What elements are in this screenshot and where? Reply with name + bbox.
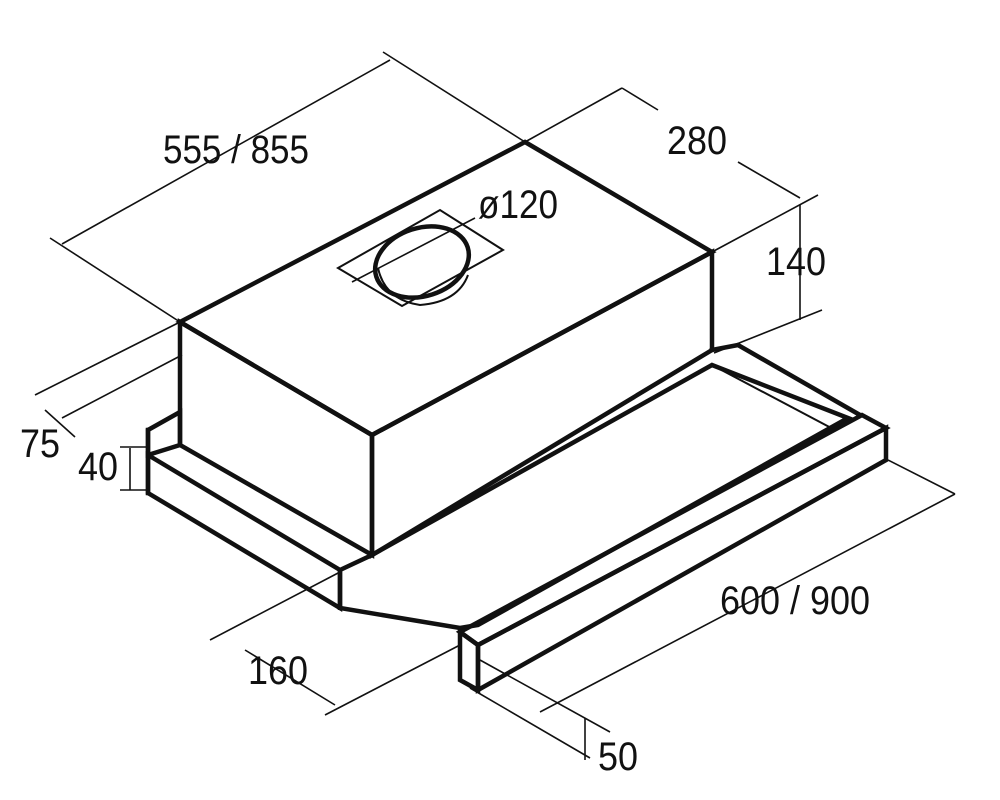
hood-body — [175, 139, 717, 559]
dimline-width — [61, 59, 391, 245]
tray-right-back — [709, 342, 864, 419]
hood-left-face — [177, 318, 375, 559]
handle-front — [475, 424, 889, 694]
dimline-offset-a — [34, 321, 181, 396]
tray-right-inner — [711, 364, 836, 431]
label-handle: 50 — [598, 735, 638, 779]
dimline-front-depth — [209, 571, 341, 641]
label-duct: ø120 — [478, 183, 558, 227]
dimline-duct — [351, 217, 476, 283]
label-front-depth: 160 — [248, 649, 308, 693]
duct-cylinder-top — [372, 224, 472, 300]
tray-left-front — [145, 451, 343, 612]
ext-front-width — [887, 459, 956, 495]
dimline-offset-b — [44, 409, 76, 438]
dimline-depth-a — [524, 87, 623, 143]
handle-end — [457, 627, 481, 694]
ext-handle-a — [469, 687, 591, 759]
dimline-depth-b — [711, 194, 819, 253]
label-height: 140 — [766, 240, 826, 284]
front-handle — [455, 412, 891, 694]
tray-left-lip — [145, 408, 183, 459]
label-panel-height: 40 — [78, 445, 118, 489]
duct-cylinder-side — [377, 267, 469, 307]
label-front-width: 600 / 900 — [720, 579, 870, 623]
label-offset: 75 — [20, 422, 60, 466]
ext-width-left — [49, 237, 181, 323]
ext-depth — [621, 87, 659, 111]
ext-offset — [61, 354, 183, 419]
ext-front-depth — [244, 649, 336, 706]
ext-handle-b — [479, 659, 611, 733]
dimension-lines — [34, 51, 956, 760]
label-depth: 280 — [667, 119, 727, 163]
labels: 555 / 855 280 ø120 140 75 40 160 600 / 9… — [20, 119, 870, 779]
dimline-front-depth-b — [324, 644, 461, 716]
label-width: 555 / 855 — [163, 128, 309, 172]
ext-width-top — [382, 51, 526, 143]
duct-outlet — [336, 208, 505, 308]
ext-depth-2 — [737, 161, 801, 199]
dimline-front-width — [539, 493, 956, 713]
